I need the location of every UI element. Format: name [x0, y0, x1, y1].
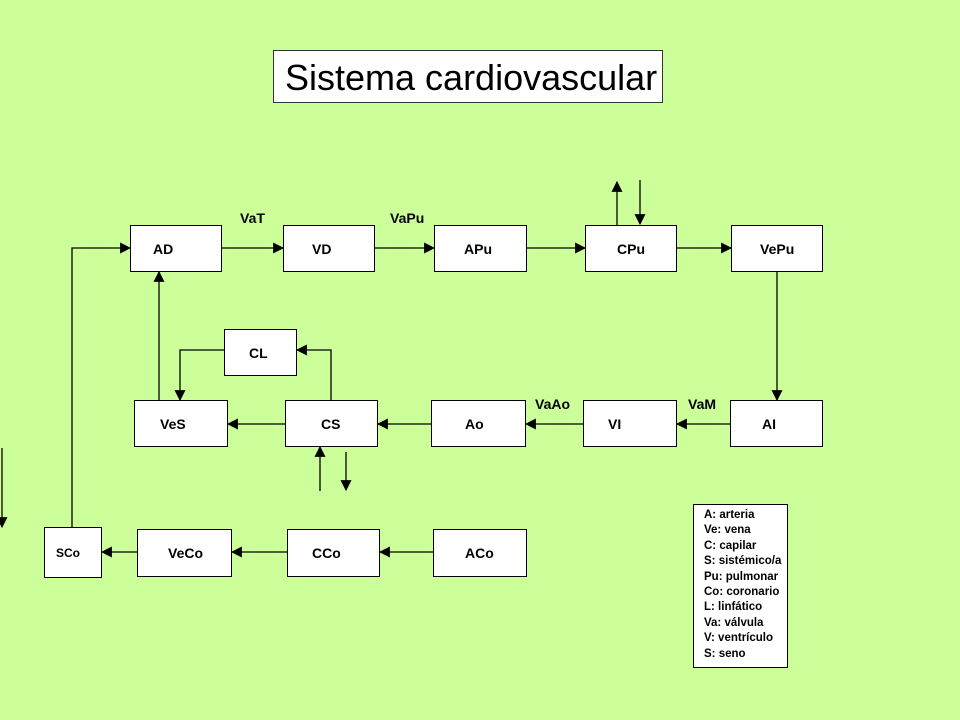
valve-label-vam: VaM [688, 396, 717, 412]
node-ad-label: AD [153, 240, 174, 257]
valve-label-vapu: VaPu [390, 210, 425, 226]
legend-item: Va: válvula [704, 616, 764, 629]
valve-label-vaao: VaAo [535, 396, 571, 412]
node-ad: AD [130, 225, 222, 272]
page-title: Sistema cardiovascular [273, 50, 663, 103]
node-vepu: VePu [731, 225, 823, 272]
legend-item: A: arteria [704, 509, 755, 521]
legend-item: V: ventrículo [704, 632, 774, 645]
node-cpu-label: CPu [617, 240, 645, 257]
legend-item: S: seno [704, 647, 746, 660]
legend-item: Co: coronario [704, 586, 780, 599]
node-cs-label: CS [321, 415, 341, 432]
node-vepu-label: VePu [760, 240, 795, 257]
node-cl: CL [224, 329, 297, 376]
node-ves: VeS [134, 400, 228, 447]
legend-item: Ve: vena [704, 524, 751, 537]
legend-item: C: capilar [704, 539, 757, 552]
legend-item: Pu: pulmonar [704, 570, 779, 583]
node-ai: AI [730, 400, 823, 447]
node-apu-label: APu [464, 240, 492, 257]
arrow-cl-ves [174, 349, 224, 402]
node-cs: CS [285, 400, 378, 447]
node-aco-label: ACo [465, 545, 494, 561]
node-veco-label: VeCo [168, 545, 204, 561]
node-vi: VI [583, 400, 677, 447]
arrow-sco-ad [71, 242, 132, 527]
legend-item: L: linfático [704, 601, 763, 614]
node-vd-label: VD [312, 240, 332, 257]
node-ao-label: Ao [465, 415, 484, 432]
node-veco: VeCo [137, 529, 232, 577]
node-aco: ACo [433, 529, 527, 577]
node-sco: SCo [44, 527, 102, 578]
node-ves-label: VeS [160, 415, 186, 432]
node-sco-label: SCo [56, 545, 80, 560]
node-vd: VD [283, 225, 375, 272]
node-vi-label: VI [608, 415, 622, 432]
arrow-cs-cl [295, 344, 332, 400]
node-cco-label: CCo [312, 545, 341, 561]
node-apu: APu [434, 225, 527, 272]
legend-box: A: arteria Ve: vena C: capilar S: sistém… [693, 504, 788, 668]
legend-item: S: sistémico/a [704, 555, 782, 568]
valve-label-vat: VaT [240, 210, 265, 226]
node-cpu: CPu [585, 225, 677, 272]
node-cco: CCo [287, 529, 380, 577]
node-ai-label: AI [762, 415, 776, 432]
node-ao: Ao [431, 400, 526, 447]
node-cl-label: CL [249, 344, 268, 361]
